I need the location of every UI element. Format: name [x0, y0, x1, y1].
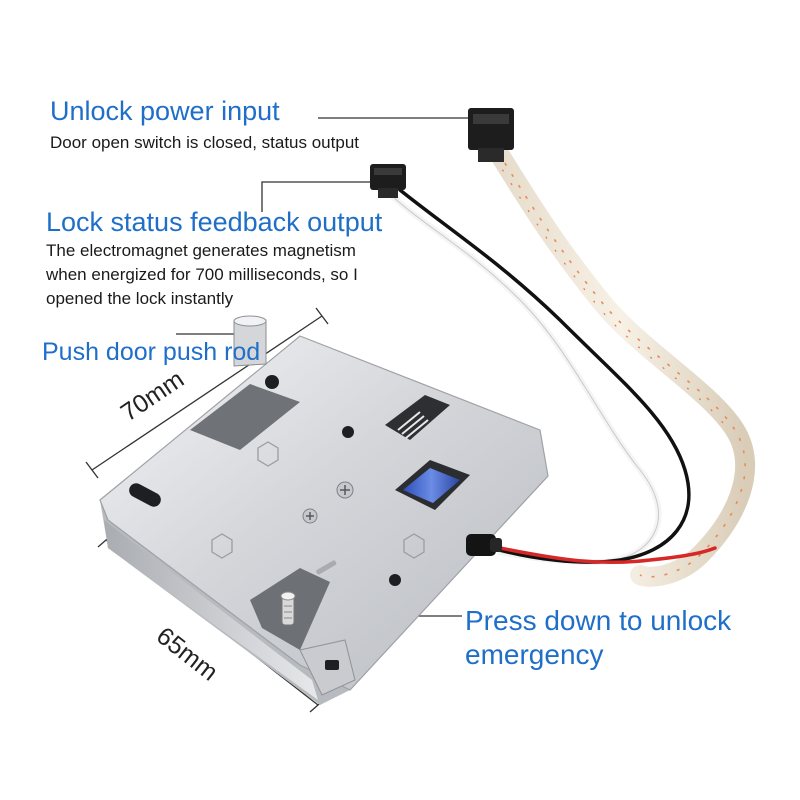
leader-lock-status — [261, 181, 372, 212]
cable-grommet — [466, 534, 502, 556]
unlock-power-title: Unlock power input — [50, 96, 280, 126]
mounting-hole — [389, 574, 401, 586]
emergency-title-line: emergency — [465, 639, 604, 670]
sleeved-cable — [488, 142, 756, 587]
screw-icon — [302, 481, 354, 524]
mounting-hole — [342, 426, 354, 438]
signal-wires — [389, 188, 717, 566]
lock-status-description-line: when energized for 700 milliseconds, so … — [46, 265, 358, 284]
mounting-hole — [265, 375, 279, 389]
lock-status-description-line: The electromagnet generates magnetism — [46, 241, 356, 260]
lock-status-title: Lock status feedback output — [46, 207, 383, 237]
emergency-title-line: Press down to unlock — [465, 605, 732, 636]
push-rod — [233, 315, 267, 367]
spring-icon — [397, 411, 429, 439]
unlock-power-description: Door open switch is closed, status outpu… — [50, 133, 359, 152]
lock-status-description-line: opened the lock instantly — [46, 289, 234, 308]
dim-line-70mm — [91, 315, 323, 471]
emergency-button — [280, 591, 296, 626]
connector-plug-icon — [468, 108, 514, 162]
electronic-lock-body — [99, 315, 549, 705]
hex-nut-icon — [211, 441, 425, 559]
solenoid-coil-icon — [403, 468, 460, 503]
push-rod-title: Push door push rod — [42, 338, 261, 366]
connector-plug-icon — [370, 164, 406, 198]
